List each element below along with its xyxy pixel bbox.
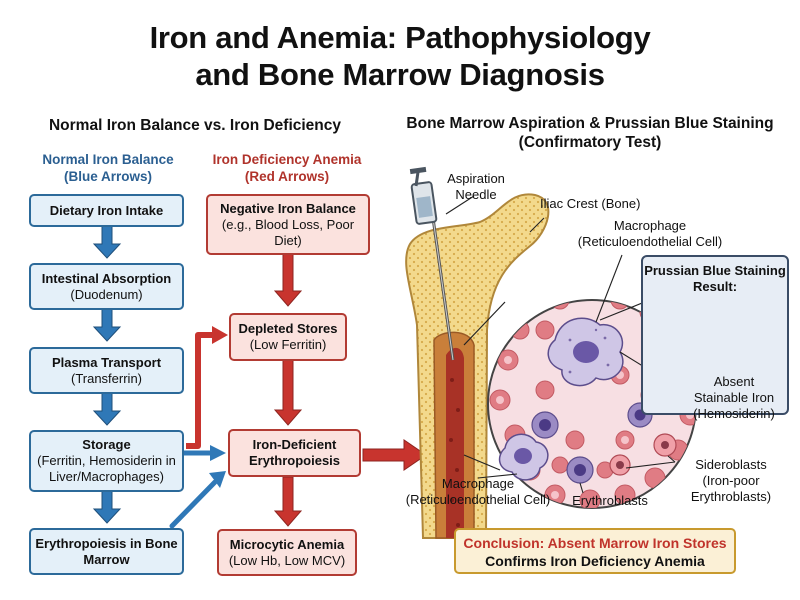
title-line-2: and Bone Marrow Diagnosis (195, 57, 605, 92)
box-title: Intestinal Absorption (41, 270, 172, 286)
box-detail: (Duodenum) (70, 286, 143, 302)
deficiency-column-title: Iron Deficiency Anemia (212, 152, 362, 167)
box-title: Erythropoiesis in Bone Marrow (35, 535, 178, 567)
box-detail: (Low Hb, Low MCV) (228, 552, 346, 568)
conclusion-line-2: Confirms Iron Deficiency Anemia (485, 553, 705, 569)
box-intestinal-absorption: Intestinal Absorption (Duodenum) (29, 263, 184, 310)
red-elbow-arrow (186, 332, 214, 449)
label-absent-line-2: Stainable Iron (693, 390, 775, 405)
box-title: Depleted Stores (238, 321, 338, 336)
label-sideroblasts-line-1: Sideroblasts (695, 457, 767, 472)
label-macrophage-top-line-1: Macrophage (613, 218, 687, 233)
box-depleted-stores: Depleted Stores (Low Ferritin) (229, 313, 347, 361)
conclusion-line-1: Conclusion: Absent Marrow Iron Stores (463, 535, 727, 551)
label-sideroblasts-line-3: Erythroblasts) (690, 489, 772, 504)
right-heading-line-2: (Confirmatory Test) (518, 134, 662, 151)
label-iliac-crest: Iliac Crest (Bone) (540, 196, 641, 211)
normal-column-subtitle: (Blue Arrows) (63, 169, 152, 184)
label-absent-line-1: Absent (713, 374, 755, 389)
box-title: Plasma Transport (51, 354, 162, 370)
box-detail: (Ferritin, Hemosiderin in Liver/Macropha… (37, 453, 176, 484)
label-aspiration-needle: Aspiration Needle (447, 171, 505, 202)
box-title: Microcytic Anemia (229, 536, 345, 552)
conclusion-box: Conclusion: Absent Marrow Iron Stores Co… (454, 528, 736, 574)
label-absent-line-3: (Hemosiderin) (693, 406, 775, 421)
label-macrophage-top: Macrophage (Reticuloendothelial Cell) (555, 218, 745, 250)
page-title: Iron and Anemia: Pathophysiology and Bon… (0, 19, 800, 93)
box-detail: (e.g., Blood Loss, Poor Diet) (221, 216, 355, 248)
label-absent-iron: Absent Stainable Iron (Hemosiderin) (672, 374, 796, 422)
prussian-blue-panel (641, 255, 789, 415)
normal-column-title: Normal Iron Balance (42, 152, 174, 167)
box-title: Storage (82, 437, 131, 452)
box-title: Negative Iron Balance (220, 200, 356, 216)
box-negative-iron-balance: Negative Iron Balance (e.g., Blood Loss,… (206, 194, 370, 255)
normal-column-heading: Normal Iron Balance (Blue Arrows) (28, 151, 188, 185)
normal-flow-arrows (92, 225, 122, 524)
label-sideroblasts: Sideroblasts (Iron-poor Erythroblasts) (672, 457, 790, 505)
to-marrow-arrow (362, 439, 427, 471)
label-macrophage-top-line-2: (Reticuloendothelial Cell) (577, 234, 723, 249)
box-detail: (Low Ferritin) (249, 337, 327, 352)
deficiency-column-heading: Iron Deficiency Anemia (Red Arrows) (197, 151, 377, 185)
box-title: Dietary Iron Intake (49, 202, 164, 218)
label-macrophage-bottom-line-1: Macrophage (441, 476, 515, 491)
label-erythroblasts: Erythroblasts (572, 493, 648, 508)
prussian-blue-title: Prussian Blue Staining Result: (644, 263, 786, 294)
label-macrophage-bottom: Macrophage (Reticuloendothelial Cell) (388, 476, 568, 508)
box-iron-deficient-erythropoiesis: Iron-Deficient Erythropoiesis (228, 429, 361, 477)
box-storage: Storage (Ferritin, Hemosiderin in Liver/… (29, 430, 184, 492)
title-line-1: Iron and Anemia: Pathophysiology (149, 20, 651, 55)
box-title: Iron-Deficient Erythropoiesis (248, 437, 341, 468)
left-section-heading: Normal Iron Balance vs. Iron Deficiency (48, 117, 342, 134)
blue-crossover-arrows (169, 450, 218, 529)
aspiration-needle-illustration (409, 166, 455, 361)
box-microcytic-anemia: Microcytic Anemia (Low Hb, Low MCV) (217, 529, 357, 576)
box-detail: (Transferrin) (70, 370, 143, 386)
box-plasma-transport: Plasma Transport (Transferrin) (29, 347, 184, 394)
right-heading-line-1: Bone Marrow Aspiration & Prussian Blue S… (406, 115, 774, 132)
box-dietary-iron-intake: Dietary Iron Intake (29, 194, 184, 227)
label-macrophage-bottom-line-2: (Reticuloendothelial Cell) (405, 492, 551, 507)
right-section-heading: Bone Marrow Aspiration & Prussian Blue S… (390, 114, 790, 152)
deficiency-column-subtitle: (Red Arrows) (244, 169, 330, 184)
deficiency-flow-arrows (273, 253, 303, 527)
box-erythropoiesis-bone-marrow: Erythropoiesis in Bone Marrow (29, 528, 184, 575)
label-sideroblasts-line-2: (Iron-poor (702, 473, 760, 488)
